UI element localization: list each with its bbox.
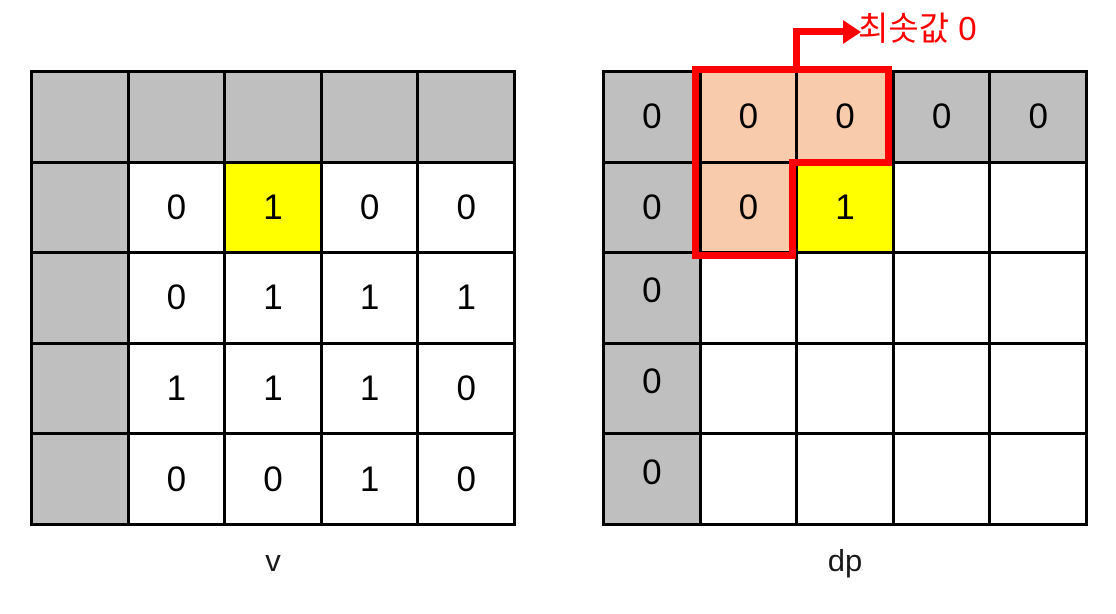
table-cell — [798, 344, 895, 436]
table-cell — [894, 435, 992, 526]
table-cell: 0 — [129, 163, 227, 255]
table-cell — [991, 435, 1088, 526]
table-cell — [33, 163, 130, 255]
table-cell — [33, 73, 130, 164]
table-cell: 1 — [322, 344, 420, 436]
table-cell: 0 — [129, 435, 227, 526]
table-cell: 0 — [605, 435, 702, 526]
table-cell-highlighted: 1 — [798, 163, 895, 255]
table-cell-highlighted: 1 — [226, 163, 323, 255]
table-cell-region: 0 — [798, 73, 895, 164]
region-outline-right-lower — [789, 159, 796, 259]
table-cell: 0 — [894, 73, 992, 164]
table-cell: 0 — [226, 435, 323, 526]
table-dp-caption: dp — [827, 543, 863, 578]
table-cell: 1 — [129, 344, 227, 436]
table-cell: 1 — [322, 254, 420, 345]
table-cell — [991, 254, 1088, 345]
table-cell — [798, 254, 895, 345]
table-cell — [33, 435, 130, 526]
callout-arrow-stem-vertical — [793, 28, 800, 72]
region-outline-left — [692, 66, 699, 259]
table-cell: 1 — [419, 254, 516, 345]
region-outline-step-top — [789, 159, 892, 166]
table-cell: 0 — [605, 344, 702, 436]
table-cell-region: 0 — [701, 163, 799, 255]
table-cell — [419, 73, 516, 164]
table-cell: 1 — [322, 435, 420, 526]
table-cell — [894, 163, 992, 255]
region-outline-bottom — [692, 252, 796, 259]
table-v-caption: v — [265, 543, 281, 578]
table-cell: 0 — [419, 344, 516, 436]
table-cell: 0 — [605, 254, 702, 345]
table-cell — [701, 435, 799, 526]
table-cell: 0 — [991, 73, 1088, 164]
table-cell — [701, 254, 799, 345]
table-cell: 1 — [226, 254, 323, 345]
table-cell: 1 — [226, 344, 323, 436]
table-cell: 0 — [419, 435, 516, 526]
table-cell: 0 — [605, 163, 702, 255]
table-cell — [894, 254, 992, 345]
table-cell — [798, 435, 895, 526]
table-cell: 0 — [322, 163, 420, 255]
table-cell — [701, 344, 799, 436]
callout-arrow-stem-horizontal — [793, 28, 845, 35]
annotation-label: 최솟값 0 — [858, 10, 977, 47]
table-cell — [991, 344, 1088, 436]
table-cell — [991, 163, 1088, 255]
table-v: 0 1 0 0 0 1 1 1 1 1 1 0 0 0 1 0 — [30, 70, 516, 526]
table-cell — [33, 344, 130, 436]
table-cell — [226, 73, 323, 164]
region-outline-top — [692, 66, 892, 73]
arrow-right-icon — [843, 20, 861, 44]
table-cell — [894, 344, 992, 436]
table-cell: 0 — [129, 254, 227, 345]
table-cell: 0 — [605, 73, 702, 164]
table-cell-region: 0 — [701, 73, 799, 164]
table-cell: 0 — [419, 163, 516, 255]
table-dp: 0 0 0 0 0 0 0 1 0 0 0 — [602, 70, 1088, 526]
table-cell — [322, 73, 420, 164]
region-outline-right-upper — [885, 66, 892, 166]
table-cell — [129, 73, 227, 164]
table-cell — [33, 254, 130, 345]
